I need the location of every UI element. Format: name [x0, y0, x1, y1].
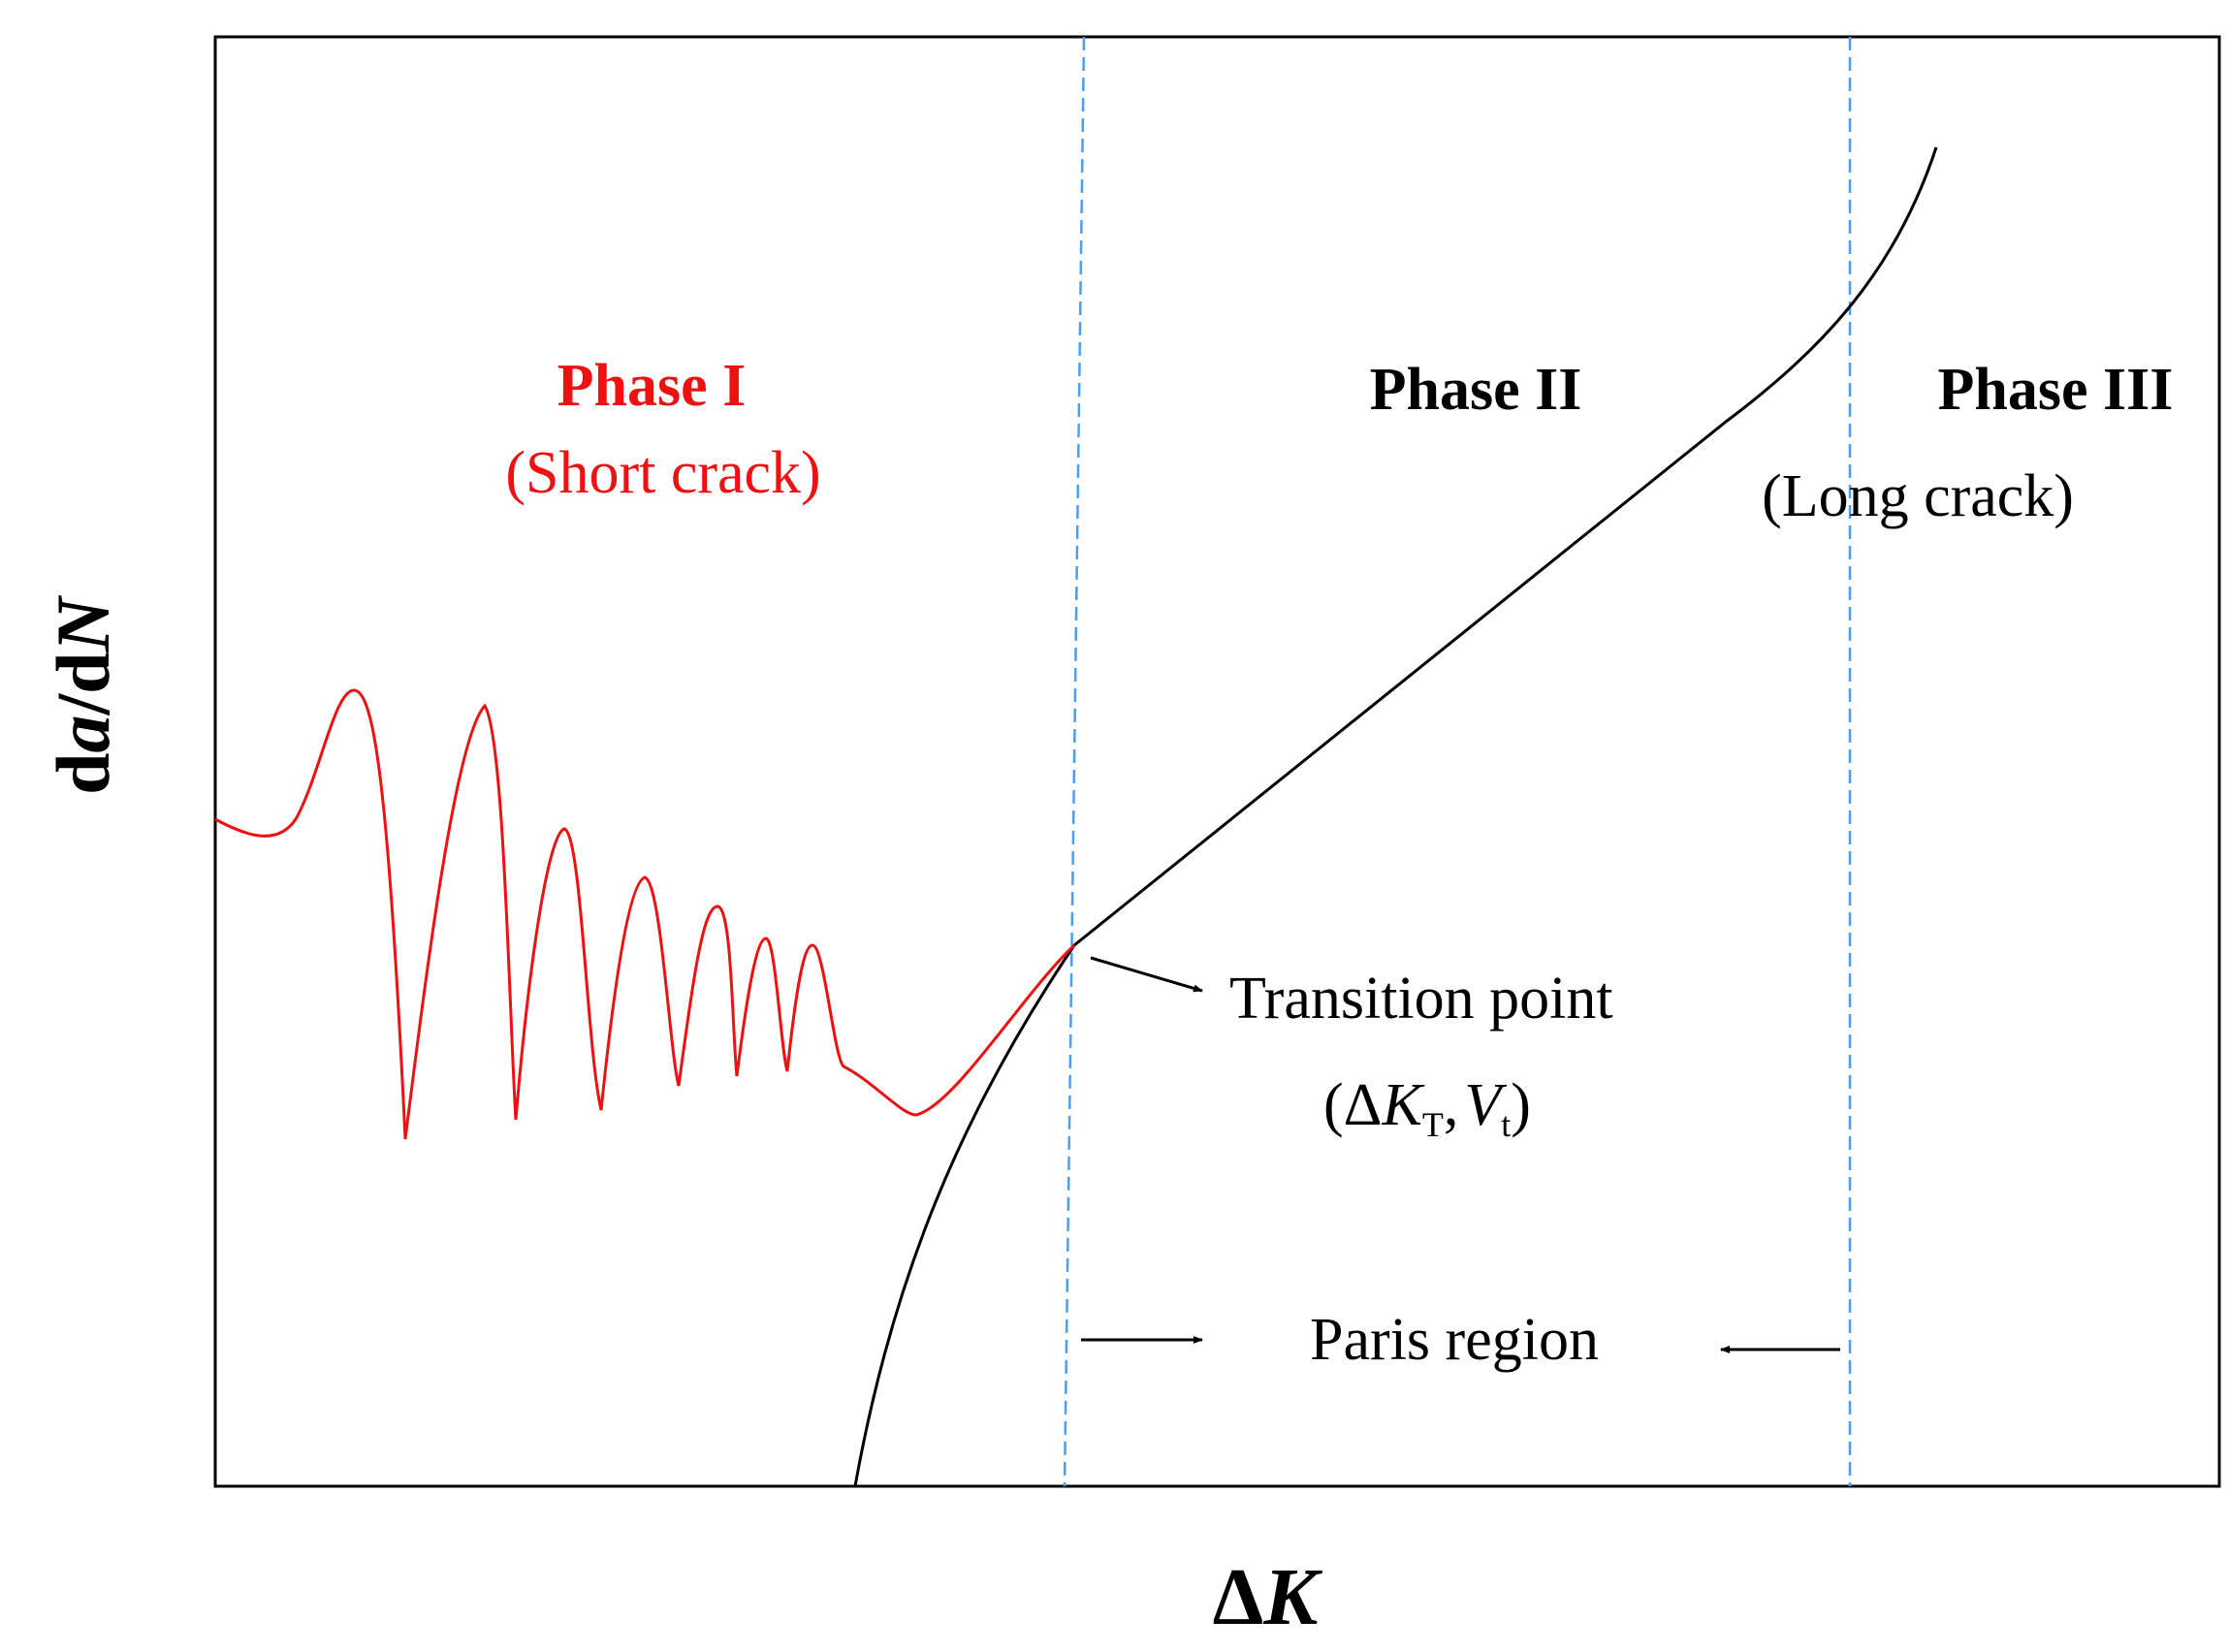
- x-label-delta: Δ: [1213, 1552, 1264, 1642]
- phase1-subtitle: (Short crack): [505, 440, 820, 506]
- y-label-d: d: [41, 753, 125, 795]
- y-axis-label: da/dN: [41, 594, 125, 794]
- transition-label: Transition point: [1229, 966, 1613, 1032]
- formula-v-sub: t: [1501, 1105, 1511, 1144]
- plot-frame: [213, 35, 2221, 1488]
- long-crack-curve: [853, 146, 1938, 1487]
- phase3-subtitle: (Long crack): [1762, 463, 2074, 529]
- transition-formula: (ΔKT,Vt): [1323, 1072, 1531, 1144]
- x-axis-label: ΔK: [1213, 1552, 1323, 1642]
- y-label-n: N: [41, 594, 125, 652]
- transition-arrow: [1090, 956, 1203, 993]
- x-label-k: K: [1262, 1552, 1322, 1642]
- paris-region-label: Paris region: [1310, 1307, 1599, 1373]
- phase1-title: Phase I: [557, 353, 747, 419]
- phase3-title: Phase III: [1938, 357, 2174, 423]
- short-crack-curve: [214, 688, 1076, 1140]
- formula-open: (Δ: [1323, 1072, 1383, 1138]
- formula-sep: ,: [1444, 1072, 1459, 1138]
- phase2-title: Phase II: [1370, 357, 1582, 423]
- y-label-slash-d: /d: [41, 651, 125, 715]
- phase-boundary-1: [1063, 36, 1086, 1487]
- formula-k-sub: T: [1422, 1105, 1444, 1144]
- formula-v: V: [1464, 1072, 1507, 1138]
- formula-k: K: [1382, 1072, 1426, 1138]
- formula-close: ): [1511, 1072, 1531, 1138]
- y-label-a: a: [41, 715, 125, 753]
